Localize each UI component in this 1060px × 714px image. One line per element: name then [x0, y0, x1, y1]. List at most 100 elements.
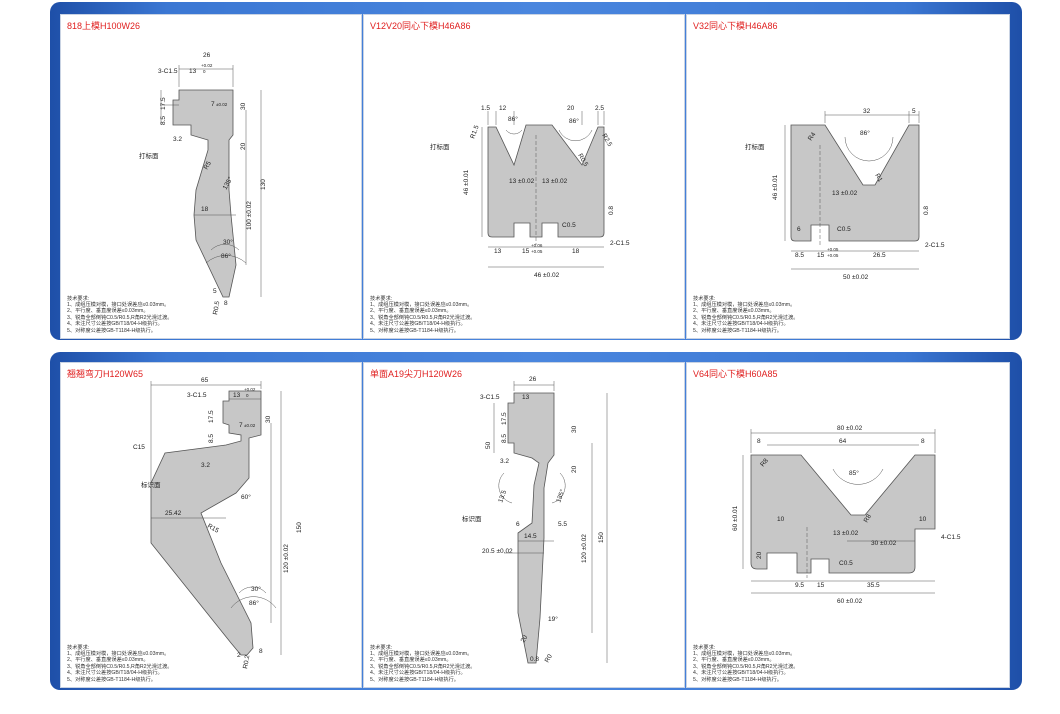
technical-requirements: 技术要求: 1、成组压模对模，接口处误差应≤0.03mm。 2、平行度、垂直度误… [67, 296, 173, 334]
dim-label: 10 [777, 516, 785, 523]
dim-label: 64 [839, 438, 847, 445]
note-item: 1、成组压模对模，接口处误差应≤0.03mm。 [67, 301, 170, 308]
note-item: 1、成组压模对模，接口处误差应≤0.03mm。 [693, 301, 796, 308]
note-item: 4、未注尺寸公差按GB/T18/04-H级执行。 [67, 670, 163, 677]
dim-label: 65 [201, 377, 209, 384]
dim-label: 86° [221, 252, 231, 260]
dim-label: 150 [296, 522, 303, 533]
dim-label: R8 [863, 513, 873, 524]
panel-title: 单面A19尖刀H120W26 [370, 369, 463, 379]
panel-v64-lower-die: V64同心下模H60A85 80 ±0.02 8 64 8 R8 85° R8 … [686, 362, 1010, 688]
dim-label: 17.5 [208, 410, 215, 423]
dim-label: 8 [921, 438, 925, 445]
dim-label: R1 [873, 173, 883, 184]
panel-title: V64同心下模H60A85 [693, 369, 778, 379]
dim-label: 17.5 [160, 97, 167, 110]
dim-label: C0.5 [837, 226, 851, 233]
dim-label: C15 [133, 444, 145, 451]
note-item: 3、锐角全部倒钝C0.5/R0.5,R角R2光滑过渡。 [370, 314, 476, 321]
dim-label: 30° [251, 585, 261, 593]
dim-label: 8.5 [501, 434, 508, 443]
drawing-818-upper-die: 26 13 +0.02 0 3-C1.5 17.5 8.5 7 ±0.02 30… [139, 52, 267, 315]
dim-label: +0.02 [201, 63, 213, 68]
panel-v12v20-lower-die: V12V20同心下模H46A86 1.5 12 20 2.5 R1.5 86° … [363, 14, 685, 339]
dim-label: 86° [249, 599, 259, 607]
dim-label: 13 ±0.02 [509, 178, 535, 185]
dim-label: 100 ±0.02 [246, 201, 253, 230]
dim-label: 2-C1.5 [610, 240, 630, 247]
dim-label: 3-C1.5 [158, 68, 178, 75]
note-item: 2、平行度、垂直度误差≤0.03mm。 [370, 308, 452, 315]
note-item: 3、锐角全部倒钝C0.5/R0.5,R角R2光滑过渡。 [693, 663, 799, 670]
dim-label: C0.5 [562, 222, 576, 229]
dim-label: R4 [807, 131, 818, 142]
die-profile [790, 124, 920, 242]
dim-label: 26 [529, 376, 537, 383]
technical-requirements: 技术要求: 1、成组压模对模，接口处误差应≤0.03mm。 2、平行度、垂直度误… [370, 645, 476, 683]
dim-label: 8.5 [795, 252, 804, 259]
dim-label: 120 ±0.02 [581, 534, 588, 563]
die-profile [172, 89, 237, 298]
note-item: 5、对称度公差按GB-T1184-H级执行。 [693, 327, 782, 334]
dim-label: 60 ±0.01 [732, 505, 739, 531]
drawing-v64-lower-die: 80 ±0.02 8 64 8 R8 85° R8 60 ±0.01 10 10… [732, 425, 961, 605]
dim-label: +0.05 [827, 253, 839, 258]
dim-label: 19° [548, 615, 558, 623]
die-profile [487, 124, 605, 238]
notes-heading: 技术要求: [693, 644, 716, 651]
dim-label: 50 ±0.02 [843, 274, 869, 281]
dim-label: 3-C1.5 [480, 394, 500, 401]
dim-label: 13 ±0.02 [833, 530, 859, 537]
dim-label: C0.5 [839, 560, 853, 567]
feature-label: 打标面 [430, 142, 450, 151]
dim-label: 6 [516, 521, 520, 528]
dim-label: 18 [572, 248, 580, 255]
note-item: 5、对称度公差按GB-T1184-H级执行。 [370, 676, 459, 683]
dim-label: 8 [757, 438, 761, 445]
dim-label: 2 [237, 652, 241, 659]
dim-label: 0.8 [923, 206, 930, 215]
dim-label: 8.5 [160, 116, 167, 125]
note-item: 1、成组压模对模，接口处误差应≤0.03mm。 [370, 650, 473, 657]
dim-label: R5 [203, 160, 213, 171]
dim-label: 6 [797, 226, 801, 233]
dim-label: 20 [520, 634, 530, 644]
dim-label: 0 [246, 393, 249, 398]
note-item: 2、平行度、垂直度误差≤0.03mm。 [67, 308, 149, 315]
dim-label: 0.8 [608, 206, 615, 215]
feature-label: 打标面 [139, 151, 159, 160]
note-item: 5、对称度公差按GB-T1184-H级执行。 [370, 327, 459, 334]
dim-label: 60° [241, 493, 251, 501]
dim-label: 7 [239, 422, 243, 429]
dim-label: 50 [485, 441, 492, 449]
dim-label: R0.2 [242, 654, 251, 669]
dim-label: 17.5 [501, 412, 508, 425]
panel-gooseneck-punch: 翘翘弯刀H120W65 65 3-C1.5 13 +0.02 0 17.5 8.… [60, 362, 362, 688]
technical-requirements: 技术要求: 1、成组压模对模，接口处误差应≤0.03mm。 2、平行度、垂直度误… [693, 645, 799, 683]
note-item: 3、锐角全部倒钝C0.5/R0.5,R角R2光滑过渡。 [370, 663, 476, 670]
dim-label: R1.5 [469, 124, 480, 140]
feature-label: 标识面 [141, 480, 161, 489]
dim-label: 13 ±0.02 [542, 178, 568, 185]
notes-heading: 技术要求: [693, 295, 716, 302]
dim-label: 5.5 [558, 521, 567, 528]
dim-label: +0.02 [244, 387, 256, 392]
dim-label: 3.2 [500, 458, 509, 465]
feature-label: 打标面 [745, 142, 765, 151]
dim-label: ±0.02 [216, 102, 228, 107]
dim-label: 60 ±0.02 [837, 598, 863, 605]
dim-label: R0.5 [212, 300, 221, 315]
dim-label: 5 [213, 288, 217, 295]
dim-label: 46 ±0.01 [463, 169, 470, 195]
die-profile [507, 392, 555, 664]
note-item: 2、平行度、垂直度误差≤0.03mm。 [67, 657, 149, 664]
dim-label: +0.06 [531, 243, 543, 248]
drawing-a19-sharp-punch: 26 3-C1.5 13 50 17.5 8.5 30 3.2 20 135° … [462, 376, 608, 664]
panel-a19-sharp-punch: 单面A19尖刀H120W26 26 3-C1.5 13 50 17.5 8.5 … [363, 362, 685, 688]
dim-label: 7 [211, 101, 215, 108]
dim-label: 86° [508, 115, 518, 123]
dim-label: 26 [203, 52, 211, 59]
dim-label: 15 [522, 248, 530, 255]
dim-label: 86° [569, 117, 579, 125]
panel-title: 818上模H100W26 [67, 21, 141, 31]
